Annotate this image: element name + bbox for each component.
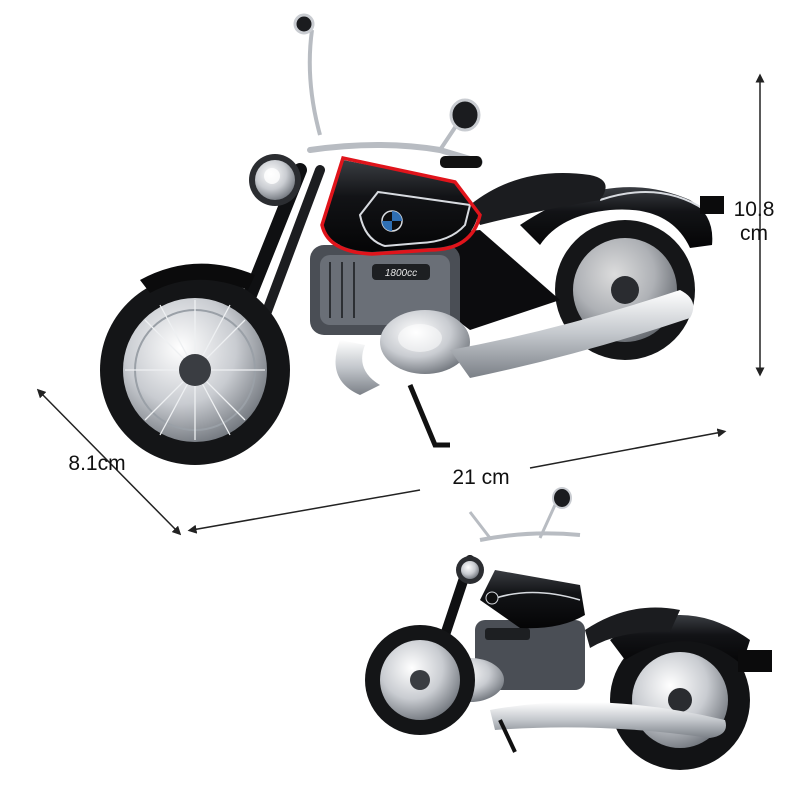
width-arrow-icon bbox=[36, 388, 182, 536]
front-wheel bbox=[100, 275, 290, 465]
engine-badge: 1800cc bbox=[385, 268, 417, 279]
highlight-outline bbox=[320, 155, 482, 256]
length-label: 21 cm bbox=[452, 466, 510, 489]
headlight bbox=[249, 154, 301, 206]
front-fender bbox=[140, 263, 255, 293]
dimension-lines bbox=[36, 73, 765, 536]
engine: 1800cc bbox=[310, 245, 470, 374]
length-arrow-segment-left bbox=[187, 489, 421, 534]
width-label: 8.1cm bbox=[68, 452, 126, 475]
seat bbox=[470, 173, 606, 225]
motorcycle-large: 1800cc bbox=[100, 13, 724, 465]
right-mirror bbox=[449, 98, 481, 132]
left-mirror bbox=[293, 13, 315, 35]
motorcycle-small bbox=[365, 487, 772, 770]
kickstand bbox=[407, 384, 450, 448]
length-arrow-segment-right bbox=[529, 428, 727, 469]
license-plate bbox=[738, 650, 772, 672]
exhaust-pipe bbox=[450, 290, 694, 378]
height-label: 10.8 cm bbox=[733, 198, 775, 246]
fuel-tank bbox=[322, 160, 478, 252]
